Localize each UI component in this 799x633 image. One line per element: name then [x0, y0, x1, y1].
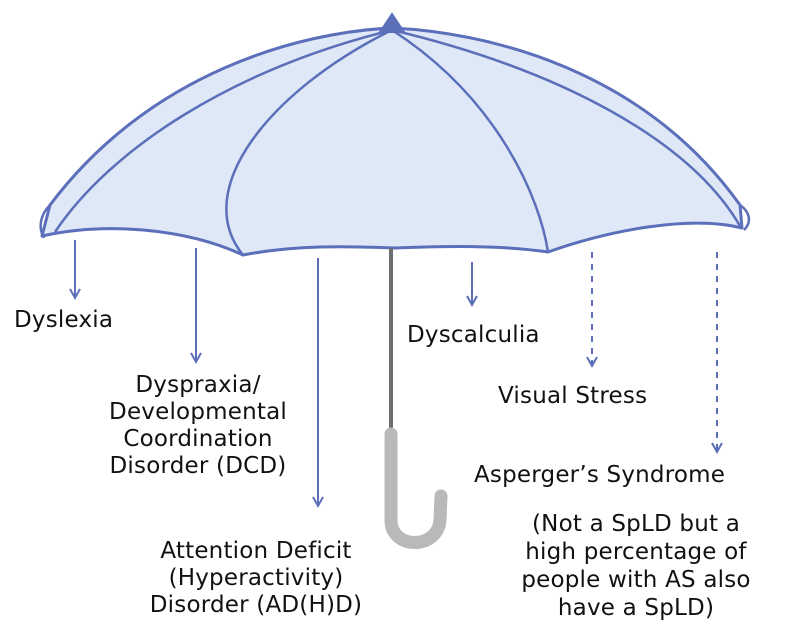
canopy-shape	[42, 28, 742, 255]
umbrella-top-tip	[380, 14, 404, 32]
asperger-note-line-3: people with AS also	[486, 566, 786, 594]
label-visual-stress: Visual Stress	[498, 383, 647, 410]
umbrella-canopy	[41, 14, 749, 255]
label-asperger-title: Asperger’s Syndrome	[474, 462, 725, 489]
arrow-asperger	[712, 252, 722, 452]
asperger-note-line-4: have a SpLD)	[486, 594, 786, 622]
arrow-visual-stress	[587, 252, 597, 366]
label-dyscalculia: Dyscalculia	[407, 322, 540, 349]
asperger-note-line-2: high percentage of	[486, 538, 786, 566]
attention-line-1: Attention Deficit	[128, 538, 384, 565]
dyspraxia-line-1: Dyspraxia/	[78, 372, 318, 399]
label-dyslexia: Dyslexia	[14, 307, 113, 334]
arrow-dyspraxia	[191, 248, 201, 362]
attention-line-3: Disorder (AD(H)D)	[128, 592, 384, 619]
dyspraxia-line-3: Coordination	[78, 426, 318, 453]
arrow-dyscalculia	[467, 262, 477, 305]
label-dyspraxia: Dyspraxia/ Developmental Coordination Di…	[78, 372, 318, 480]
umbrella-handle	[391, 434, 441, 543]
arrow-dyslexia	[70, 240, 80, 298]
dyspraxia-line-2: Developmental	[78, 399, 318, 426]
attention-line-2: (Hyperactivity)	[128, 565, 384, 592]
label-asperger-note: (Not a SpLD but a high percentage of peo…	[486, 510, 786, 622]
asperger-note-line-1: (Not a SpLD but a	[486, 510, 786, 538]
label-attention: Attention Deficit (Hyperactivity) Disord…	[128, 538, 384, 619]
dyspraxia-line-4: Disorder (DCD)	[78, 453, 318, 480]
